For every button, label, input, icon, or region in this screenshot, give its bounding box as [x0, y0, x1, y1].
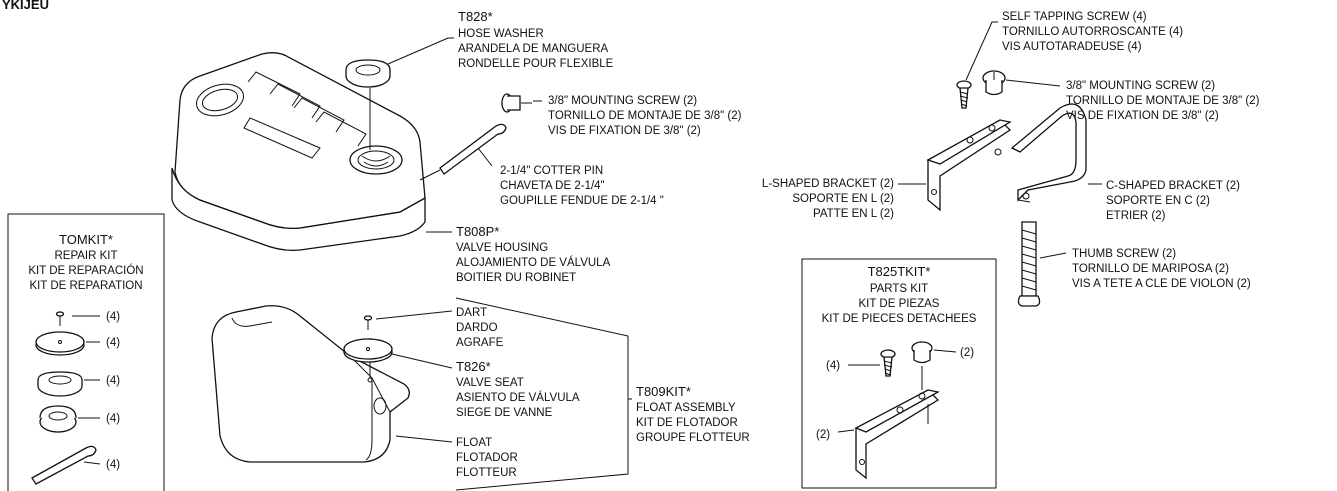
cotter-pin-label: 2-1/4" COTTER PIN CHAVETA DE 2-1/4" GOUP… [500, 165, 664, 207]
svg-text:T808P*: T808P* [456, 224, 499, 239]
l-bracket-label: L-SHAPED BRACKET (2) SOPORTE EN L (2) PA… [762, 178, 894, 220]
svg-text:3/8" MOUNTING SCREW (2): 3/8" MOUNTING SCREW (2) [548, 95, 697, 107]
self-tapping-screw-drawing [956, 80, 972, 109]
mounting-screw-right-label: 3/8" MOUNTING SCREW (2) TORNILLO DE MONT… [1066, 80, 1260, 122]
c-bracket-drawing [994, 103, 1087, 203]
c-bracket-label: C-SHAPED BRACKET (2) SOPORTE EN C (2) ET… [1106, 180, 1240, 222]
svg-text:T825TKIT*: T825TKIT* [868, 264, 931, 279]
svg-text:HOSE WASHER: HOSE WASHER [458, 28, 544, 40]
svg-text:VALVE SEAT: VALVE SEAT [456, 377, 524, 389]
svg-text:(4): (4) [106, 413, 120, 425]
svg-text:KIT DE REPARATION: KIT DE REPARATION [29, 280, 142, 292]
svg-text:TOMKIT*: TOMKIT* [59, 232, 113, 247]
valve-housing-drawing [171, 52, 426, 252]
svg-text:SOPORTE EN C (2): SOPORTE EN C (2) [1106, 195, 1210, 207]
float-drawing [211, 305, 410, 463]
svg-text:TORNILLO DE MONTAJE DE 3/8" (2: TORNILLO DE MONTAJE DE 3/8" (2) [548, 110, 742, 122]
svg-text:SELF TAPPING SCREW (4): SELF TAPPING SCREW (4) [1002, 11, 1147, 23]
svg-text:VIS A TETE A CLE DE VIOLON (2): VIS A TETE A CLE DE VIOLON (2) [1072, 278, 1251, 290]
hose-washer-drawing [345, 59, 391, 150]
svg-text:TORNILLO AUTORROSCANTE (4): TORNILLO AUTORROSCANTE (4) [1002, 26, 1183, 38]
svg-text:GOUPILLE FENDUE DE 2-1/4 ": GOUPILLE FENDUE DE 2-1/4 " [500, 195, 664, 207]
t825tkit-box: T825TKIT* PARTS KIT KIT DE PIEZAS KIT DE… [801, 258, 997, 489]
svg-text:(4): (4) [106, 337, 120, 349]
t808p-label: T808P* VALVE HOUSING ALOJAMIENTO DE VÁLV… [456, 224, 611, 284]
svg-text:FLOTADOR: FLOTADOR [456, 452, 518, 464]
svg-text:RONDELLE POUR FLEXIBLE: RONDELLE POUR FLEXIBLE [458, 58, 614, 70]
thumb-screw-drawing [1017, 221, 1041, 307]
tomkit-box: TOMKIT* REPAIR KIT KIT DE REPARACIÓN KIT… [7, 213, 165, 491]
svg-text:KIT DE PIECES DETACHEES: KIT DE PIECES DETACHEES [822, 313, 977, 325]
svg-text:C-SHAPED BRACKET (2): C-SHAPED BRACKET (2) [1106, 180, 1240, 192]
self-tapping-label: SELF TAPPING SCREW (4) TORNILLO AUTORROS… [1002, 11, 1183, 53]
svg-text:SOPORTE EN L (2): SOPORTE EN L (2) [792, 193, 894, 205]
svg-text:PATTE EN L (2): PATTE EN L (2) [813, 208, 894, 220]
svg-text:(4): (4) [826, 360, 840, 372]
svg-text:TORNILLO DE MARIPOSA (2): TORNILLO DE MARIPOSA (2) [1072, 263, 1229, 275]
svg-text:T826*: T826* [456, 359, 491, 374]
svg-text:VIS AUTOTARADEUSE (4): VIS AUTOTARADEUSE (4) [1002, 41, 1142, 53]
cotter-pin-drawing [419, 123, 507, 181]
valve-seat-drawing [343, 338, 393, 363]
svg-text:REPAIR KIT: REPAIR KIT [54, 250, 117, 262]
mounting-screw-left-drawing [501, 93, 532, 113]
svg-text:T828*: T828* [458, 9, 493, 24]
svg-text:FLOAT: FLOAT [456, 437, 492, 449]
svg-text:VIS DE FIXATION DE 3/8" (2): VIS DE FIXATION DE 3/8" (2) [548, 125, 701, 137]
page-corner-text: YKIJEU [2, 0, 49, 12]
svg-text:KIT DE PIEZAS: KIT DE PIEZAS [859, 298, 940, 310]
svg-text:AGRAFE: AGRAFE [456, 337, 504, 349]
svg-text:ASIENTO DE VÁLVULA: ASIENTO DE VÁLVULA [456, 391, 580, 404]
svg-text:CHAVETA DE 2-1/4": CHAVETA DE 2-1/4" [500, 180, 605, 192]
svg-text:FLOAT ASSEMBLY: FLOAT ASSEMBLY [636, 402, 736, 414]
svg-text:ALOJAMIENTO DE VÁLVULA: ALOJAMIENTO DE VÁLVULA [456, 256, 611, 269]
dart-label: DART DARDO AGRAFE [456, 307, 504, 349]
svg-text:BOITIER DU ROBINET: BOITIER DU ROBINET [456, 272, 576, 284]
svg-text:PARTS KIT: PARTS KIT [870, 283, 928, 295]
t809kit-label: T809KIT* FLOAT ASSEMBLY KIT DE FLOTADOR … [636, 384, 750, 444]
svg-text:(2): (2) [816, 429, 830, 441]
svg-text:(4): (4) [106, 311, 120, 323]
l-bracket-drawing [926, 119, 1012, 212]
thumb-screw-label: THUMB SCREW (2) TORNILLO DE MARIPOSA (2)… [1072, 248, 1251, 290]
svg-text:TORNILLO DE MONTAJE DE 3/8" (2: TORNILLO DE MONTAJE DE 3/8" (2) [1066, 95, 1260, 107]
svg-text:DART: DART [456, 307, 487, 319]
svg-text:ARANDELA DE MANGUERA: ARANDELA DE MANGUERA [458, 43, 609, 55]
svg-text:VALVE HOUSING: VALVE HOUSING [456, 242, 548, 254]
svg-text:(2): (2) [960, 347, 974, 359]
svg-text:THUMB SCREW (2): THUMB SCREW (2) [1072, 248, 1176, 260]
t828-label: T828* HOSE WASHER ARANDELA DE MANGUERA R… [458, 9, 614, 70]
svg-text:(4): (4) [106, 459, 120, 471]
svg-text:GROUPE FLOTTEUR: GROUPE FLOTTEUR [636, 432, 750, 444]
svg-text:DARDO: DARDO [456, 322, 498, 334]
svg-text:KIT DE REPARACIÓN: KIT DE REPARACIÓN [28, 264, 143, 277]
svg-text:T809KIT*: T809KIT* [636, 384, 691, 399]
mounting-screw-left-label: 3/8" MOUNTING SCREW (2) TORNILLO DE MONT… [548, 95, 742, 137]
svg-text:VIS DE FIXATION DE 3/8" (2): VIS DE FIXATION DE 3/8" (2) [1066, 110, 1219, 122]
t826-label: T826* VALVE SEAT ASIENTO DE VÁLVULA SIEG… [456, 359, 580, 419]
svg-text:ETRIER (2): ETRIER (2) [1106, 210, 1166, 222]
dart-drawing [363, 315, 373, 330]
svg-text:KIT DE FLOTADOR: KIT DE FLOTADOR [636, 417, 738, 429]
mounting-screw-right-drawing [982, 70, 1006, 96]
float-label: FLOAT FLOTADOR FLOTTEUR [456, 437, 518, 479]
svg-text:L-SHAPED BRACKET (2): L-SHAPED BRACKET (2) [762, 178, 894, 190]
svg-text:FLOTTEUR: FLOTTEUR [456, 467, 517, 479]
svg-text:SIEGE DE VANNE: SIEGE DE VANNE [456, 407, 553, 419]
svg-text:2-1/4" COTTER PIN: 2-1/4" COTTER PIN [500, 165, 603, 177]
svg-text:(4): (4) [106, 375, 120, 387]
svg-text:3/8" MOUNTING SCREW (2): 3/8" MOUNTING SCREW (2) [1066, 80, 1215, 92]
